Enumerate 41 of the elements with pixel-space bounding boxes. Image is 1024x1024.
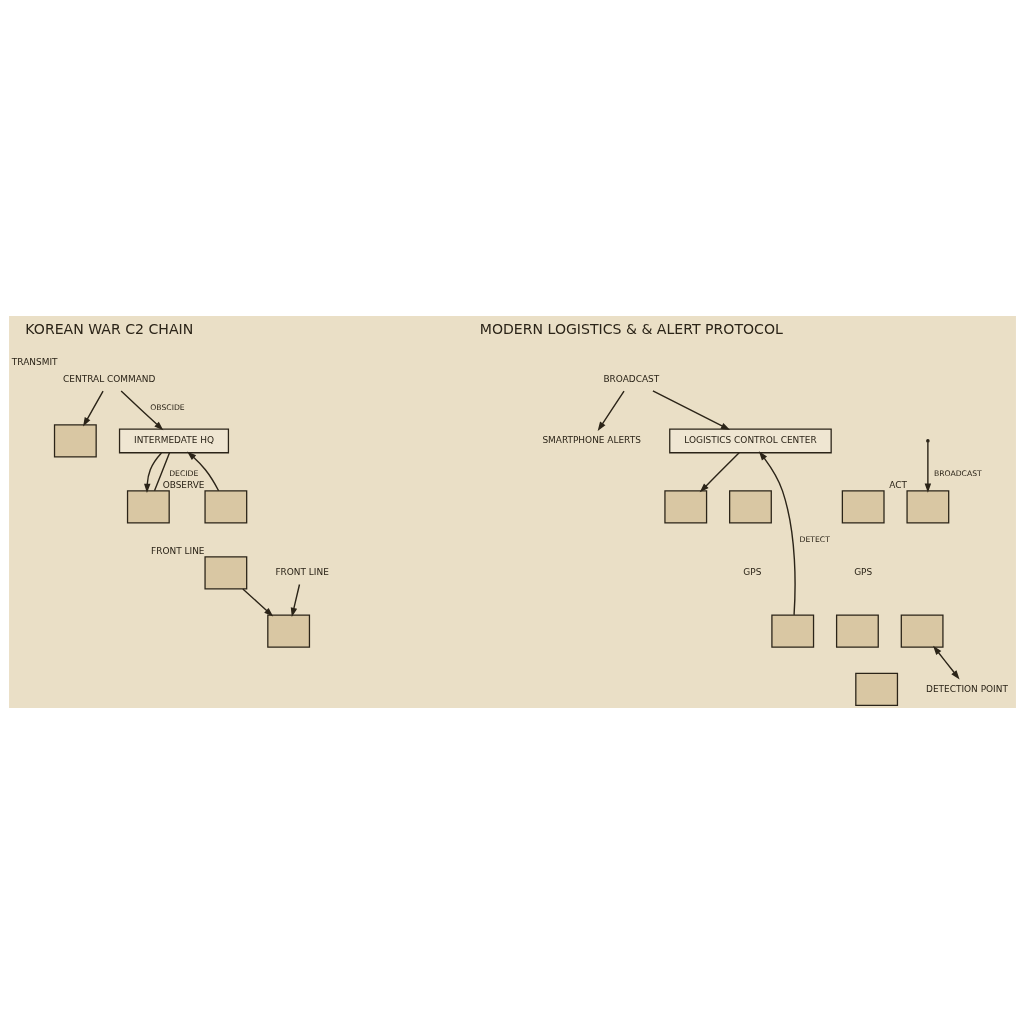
node-text: FRONT LINE <box>274 567 329 578</box>
node-label: TRANSMIT <box>11 357 58 368</box>
node-box: INTERMEDATE HQ <box>118 428 229 454</box>
node-box <box>728 490 772 524</box>
node-box <box>203 556 247 590</box>
node-text: CENTRAL COMMAND <box>62 373 155 384</box>
node-text: DETECTION POINT <box>925 683 1008 694</box>
node-box <box>53 424 97 458</box>
node-text: SMARTPHONE ALERTS <box>541 435 641 446</box>
arrow <box>932 645 960 680</box>
node-label: OBSERVE <box>162 480 205 491</box>
label: KOREAN WAR C2 CHAIN <box>24 320 193 337</box>
node-box <box>203 490 247 524</box>
node-box <box>900 614 944 648</box>
node-box <box>854 672 898 707</box>
arrow <box>82 390 104 427</box>
label: MODERN LOGISTICS & & ALERT PROTOCOL <box>479 320 783 337</box>
arrow <box>597 390 625 432</box>
arrow <box>699 452 740 493</box>
arrow <box>119 390 163 431</box>
node-text: BROADCAST <box>602 373 659 384</box>
node-box <box>663 490 707 524</box>
node-box <box>266 614 310 648</box>
node-box <box>905 490 949 524</box>
node-box <box>126 490 170 524</box>
node-text: GPS <box>742 567 761 578</box>
node-box: LOGISTICS CONTROL CENTER <box>668 428 832 454</box>
arrow <box>924 441 931 493</box>
node-text: GPS <box>853 567 872 578</box>
node-label: ACT <box>888 480 907 491</box>
node-box <box>835 614 879 648</box>
node-box <box>841 490 885 524</box>
connector <box>153 452 170 492</box>
node-label: FRONT LINE <box>150 546 205 557</box>
node-box <box>770 614 814 648</box>
arrow <box>290 583 300 618</box>
arrow <box>186 451 219 492</box>
arrow <box>758 451 796 616</box>
arrow <box>651 390 730 430</box>
arrow <box>143 452 162 493</box>
arrow <box>241 588 273 617</box>
